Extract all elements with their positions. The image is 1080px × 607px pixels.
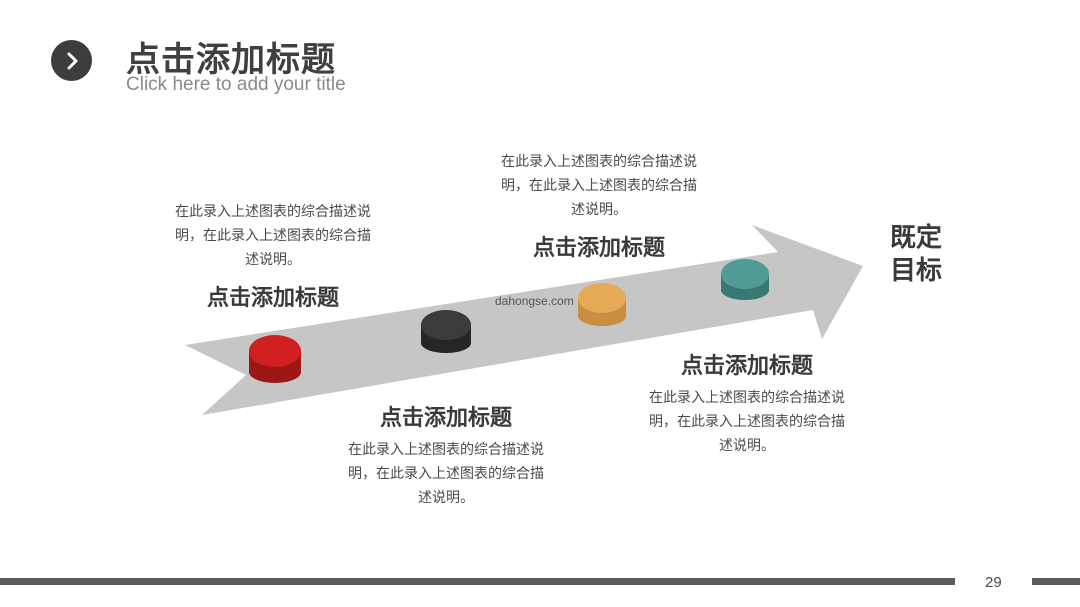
arrow-shape xyxy=(185,225,863,415)
step-1-description: 在此录入上述图表的综合描述说明，在此录入上述图表的综合描述说明。 xyxy=(175,204,371,268)
step-3-description: 在此录入上述图表的综合描述说明，在此录入上述图表的综合描述说明。 xyxy=(501,154,697,218)
page-title: 点击添加标题 xyxy=(126,40,336,80)
step-2-description: 在此录入上述图表的综合描述说明，在此录入上述图表的综合描述说明。 xyxy=(348,442,544,506)
chevron-right-icon xyxy=(51,40,92,81)
step-4-description: 在此录入上述图表的综合描述说明，在此录入上述图表的综合描述说明。 xyxy=(649,390,845,454)
page-number: 29 xyxy=(985,574,1002,591)
step-marker-3 xyxy=(578,283,626,326)
footer-bar-right xyxy=(1032,578,1080,585)
step-2-block: 点击添加标题 在此录入上述图表的综合描述说明，在此录入上述图表的综合描述说明。 xyxy=(346,400,546,510)
step-1-block: 在此录入上述图表的综合描述说明，在此录入上述图表的综合描述说明。 点击添加标题 xyxy=(173,200,373,312)
step-4-heading[interactable]: 点击添加标题 xyxy=(680,354,813,379)
step-3-heading[interactable]: 点击添加标题 xyxy=(532,236,665,261)
goal-label: 既定目标 xyxy=(890,223,943,286)
page-subtitle: Click here to add your title xyxy=(126,74,346,95)
step-2-heading[interactable]: 点击添加标题 xyxy=(379,406,512,431)
step-4-block: 点击添加标题 在此录入上述图表的综合描述说明，在此录入上述图表的综合描述说明。 xyxy=(647,348,847,458)
step-marker-2 xyxy=(421,310,471,353)
step-marker-4 xyxy=(721,259,769,300)
step-3-block: 在此录入上述图表的综合描述说明，在此录入上述图表的综合描述说明。 点击添加标题 xyxy=(499,150,699,262)
step-1-heading[interactable]: 点击添加标题 xyxy=(206,286,339,311)
watermark: dahongse.com xyxy=(495,294,574,308)
footer-bar xyxy=(0,578,955,585)
step-marker-1 xyxy=(249,335,301,383)
